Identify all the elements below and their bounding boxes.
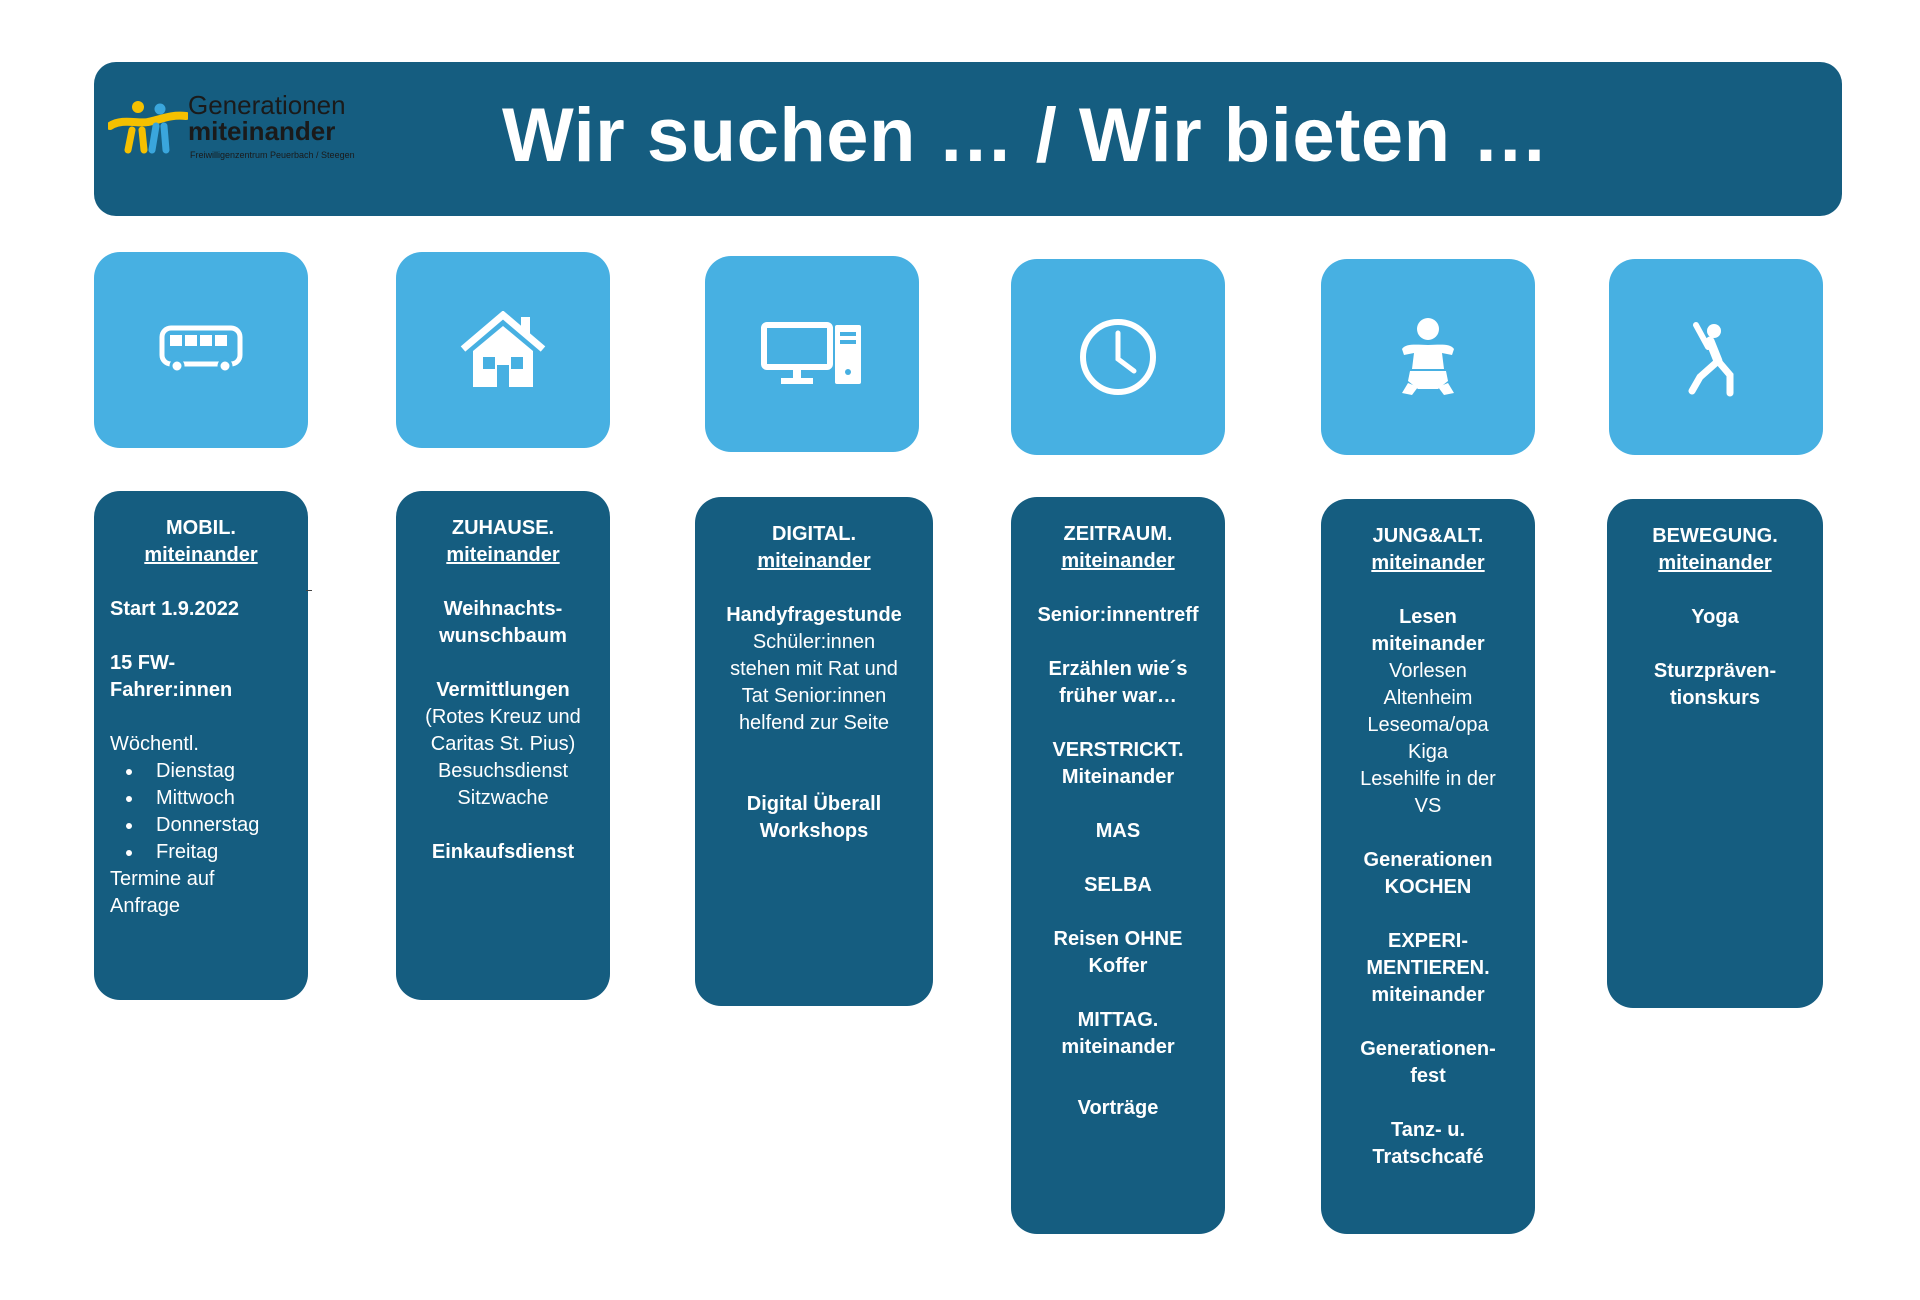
mobil-drivers: 15 FW-Fahrer:innen xyxy=(110,652,233,701)
zeitraum-talks: Vorträge xyxy=(1077,1097,1159,1119)
bewegung-course-line1: Sturzpräven- xyxy=(1653,660,1777,682)
jungalt-read-item: Leseoma/opa xyxy=(1367,714,1489,736)
card-mobil-title: MOBIL. xyxy=(166,517,236,539)
zuhause-rk-line2: Caritas St. Pius) xyxy=(430,733,576,755)
mobil-start-date: Start 1.9.2022 xyxy=(110,598,239,620)
header-banner: Generationen miteinander Freiwilligenzen… xyxy=(94,62,1842,216)
jungalt-read-item: Altenheim xyxy=(1383,687,1473,709)
card-bewegung-title: BEWEGUNG. xyxy=(1652,525,1778,547)
card-jung-alt: JUNG&ALT. miteinander Lesen miteinander … xyxy=(1321,499,1535,1234)
zuhause-shopping: Einkaufsdienst xyxy=(431,841,575,863)
zeitraum-mittag-line2: miteinander xyxy=(1061,1036,1175,1058)
jungalt-read-line1: Lesen xyxy=(1399,606,1457,628)
logo: Generationen miteinander Freiwilligenzen… xyxy=(108,90,408,190)
card-zuhause: ZUHAUSE. miteinander Weihnachts- wunschb… xyxy=(396,491,610,1000)
card-zuhause-subtitle: miteinander xyxy=(446,544,560,566)
card-zeitraum-title: ZEITRAUM. xyxy=(1063,523,1173,545)
card-mobil-subtitle: miteinander xyxy=(144,544,258,566)
zuhause-rk-line1: (Rotes Kreuz und xyxy=(425,706,581,728)
card-zeitraum-subtitle: miteinander xyxy=(1061,550,1175,572)
zeitraum-mas: MAS xyxy=(1095,820,1141,842)
bewegung-yoga: Yoga xyxy=(1691,606,1739,628)
jungalt-fest-line1: Generationen- xyxy=(1360,1038,1496,1060)
zuhause-vermittlungen: Vermittlungen xyxy=(436,679,570,701)
zeitraum-reisen-line2: Koffer xyxy=(1088,955,1148,977)
card-jung-alt-title: JUNG&ALT. xyxy=(1372,525,1484,547)
mobil-appointments: Termine auf Anfrage xyxy=(110,868,215,917)
jungalt-dance-line1: Tanz- u. xyxy=(1390,1119,1466,1141)
zuhause-wishtree-line1: Weihnachts- xyxy=(443,598,563,620)
jungalt-read-line2: miteinander xyxy=(1371,633,1485,655)
tile-zeitraum xyxy=(1011,259,1225,455)
zeitraum-tell-line2: früher war… xyxy=(1059,685,1177,707)
digital-desc-line1: Schüler:innen xyxy=(752,631,876,653)
jungalt-cook-line1: Generationen xyxy=(1363,849,1493,871)
zeitraum-selba: SELBA xyxy=(1084,874,1152,896)
digital-handy: Handyfragestunde xyxy=(726,604,902,626)
computer-icon xyxy=(761,322,861,384)
card-digital-title: DIGITAL. xyxy=(771,523,857,545)
list-item: Donnerstag xyxy=(124,812,298,839)
tile-digital xyxy=(705,256,919,452)
card-digital: DIGITAL. miteinander Handyfragestunde Sc… xyxy=(695,497,933,1006)
card-digital-subtitle: miteinander xyxy=(757,550,871,572)
jungalt-read-item: VS xyxy=(1414,795,1442,817)
digital-desc-line2: stehen mit Rat und xyxy=(730,658,898,680)
mobil-days-list: Dienstag Mittwoch Donnerstag Freitag xyxy=(104,758,298,866)
zuhause-wishtree-line2: wunschbaum xyxy=(439,625,567,647)
jungalt-exp-line3: miteinander xyxy=(1371,984,1485,1006)
tile-bewegung xyxy=(1609,259,1823,455)
zeitraum-senior: Senior:innentreff xyxy=(1037,604,1199,626)
logo-text-generationen: Generationen xyxy=(188,90,346,120)
jungalt-dance-line2: Tratschcafé xyxy=(1372,1146,1484,1168)
jungalt-exp-line2: MENTIEREN. xyxy=(1366,957,1490,979)
bewegung-course-line2: tionskurs xyxy=(1669,687,1761,709)
card-bewegung-subtitle: miteinander xyxy=(1658,552,1772,574)
tile-jung-alt xyxy=(1321,259,1535,455)
card-mobil: MOBIL. miteinander Start 1.9.2022 15 FW-… xyxy=(94,491,308,1000)
jungalt-read-item: Vorlesen xyxy=(1389,660,1467,682)
list-item: Mittwoch xyxy=(124,785,298,812)
generationen-logo-icon xyxy=(108,101,188,154)
tile-mobil xyxy=(94,252,308,448)
digital-workshop-line1: Digital Überall xyxy=(746,793,882,815)
baby-icon xyxy=(1402,318,1454,395)
logo-text-miteinander: miteinander xyxy=(188,116,336,146)
zeitraum-verstrickt-line2: Miteinander xyxy=(1061,766,1175,788)
logo-subtext: Freiwilligenzentrum Peuerbach / Steegen xyxy=(190,150,355,160)
digital-workshop-line2: Workshops xyxy=(759,820,869,842)
mobil-weekly-label: Wöchentl. xyxy=(110,733,199,755)
zuhause-visit: Besuchsdienst xyxy=(437,760,569,782)
card-zuhause-title: ZUHAUSE. xyxy=(451,517,555,539)
clock-icon xyxy=(1080,319,1156,395)
digital-desc-line3: Tat Senior:innen xyxy=(741,685,887,707)
house-icon xyxy=(460,311,546,387)
zeitraum-tell-line1: Erzählen wie´s xyxy=(1048,658,1188,680)
bus-icon xyxy=(159,325,243,374)
card-zeitraum: ZEITRAUM. miteinander Senior:innentreff … xyxy=(1011,497,1225,1234)
yoga-icon xyxy=(1688,322,1734,397)
card-jung-alt-subtitle: miteinander xyxy=(1371,552,1485,574)
jungalt-fest-line2: fest xyxy=(1410,1065,1446,1087)
divider xyxy=(306,590,312,591)
jungalt-exp-line1: EXPERI- xyxy=(1387,930,1469,952)
page-title: Wir suchen … / Wir bieten … xyxy=(502,93,1549,178)
tile-zuhause xyxy=(396,252,610,448)
zuhause-sitzwache: Sitzwache xyxy=(457,787,549,809)
list-item: Freitag xyxy=(124,839,298,866)
digital-desc-line4: helfend zur Seite xyxy=(738,712,890,734)
zeitraum-verstrickt-line1: VERSTRICKT. xyxy=(1052,739,1184,761)
list-item: Dienstag xyxy=(124,758,298,785)
card-bewegung: BEWEGUNG. miteinander Yoga Sturzpräven- … xyxy=(1607,499,1823,1008)
jungalt-cook-line2: KOCHEN xyxy=(1384,876,1472,898)
zeitraum-mittag-line1: MITTAG. xyxy=(1077,1009,1159,1031)
jungalt-read-item: Lesehilfe in der xyxy=(1360,768,1496,790)
jungalt-read-item: Kiga xyxy=(1407,741,1449,763)
zeitraum-reisen-line1: Reisen OHNE xyxy=(1053,928,1183,950)
